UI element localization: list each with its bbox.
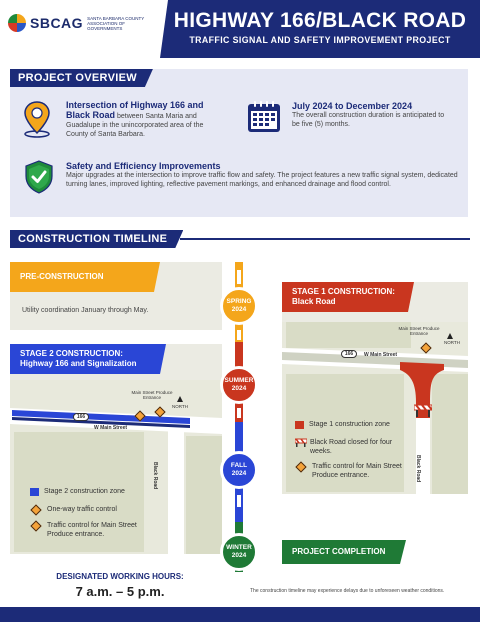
logo-subtext: SANTA BARBARA COUNTY ASSOCIATION OF GOVE… bbox=[87, 15, 145, 31]
shield-check-icon bbox=[24, 160, 54, 194]
north-arrow-icon bbox=[177, 396, 183, 402]
timeline-heading: CONSTRUCTION TIMELINE bbox=[10, 230, 183, 248]
timeline-gap bbox=[237, 408, 241, 418]
overview-heading: PROJECT OVERVIEW bbox=[10, 69, 153, 87]
traffic-control-legend-icon bbox=[30, 520, 42, 532]
duration-block: July 2024 to December 2024 The overall c… bbox=[292, 101, 452, 129]
stage1-legend-zone-text: Stage 1 construction zone bbox=[309, 421, 390, 428]
footer-bar bbox=[0, 607, 480, 622]
duration-title: July 2024 to December 2024 bbox=[292, 101, 413, 111]
stage2-title-line2: Highway 166 and Signalization bbox=[20, 359, 137, 368]
season-winter: WINTER 2024 bbox=[220, 533, 258, 571]
stage2-legend-traffic: Traffic control for Main Street Produce … bbox=[30, 520, 140, 539]
stage1-legend-closed: Black Road closed for four weeks. bbox=[294, 438, 395, 456]
stage1-legend-traffic: Traffic control for Main Street Produce … bbox=[295, 461, 405, 480]
stage2-legend-oneway: One-way traffic control bbox=[30, 504, 170, 516]
stage2-map-street: W Main Street bbox=[94, 425, 128, 431]
stage1-map bbox=[282, 322, 468, 494]
season-winter-label: WINTER bbox=[226, 544, 252, 551]
stage1-legend-zone: Stage 1 construction zone bbox=[295, 420, 415, 429]
stage1-legend-closed-text: Black Road closed for four weeks. bbox=[310, 439, 393, 455]
stage1-title: STAGE 1 CONSTRUCTION: Black Road bbox=[282, 282, 414, 312]
road-closed-icon bbox=[413, 404, 433, 417]
stage2-map-entrance: Main Street Produce Entrance bbox=[131, 390, 173, 400]
working-hours-value: 7 a.m. – 5 p.m. bbox=[75, 584, 165, 599]
safety-text: Major upgrades at the intersection to im… bbox=[66, 172, 458, 188]
timeline-gap bbox=[237, 495, 241, 507]
stage2-map-road: Black Road bbox=[152, 462, 158, 490]
timeline-gap bbox=[237, 330, 241, 340]
disclaimer: The construction timeline may experience… bbox=[250, 588, 445, 594]
stage2-legend-oneway-text: One-way traffic control bbox=[47, 506, 117, 513]
stage2-legend-zone-text: Stage 2 construction zone bbox=[44, 488, 125, 495]
stage1-highway-shield: 166 bbox=[341, 350, 357, 358]
calendar-icon bbox=[246, 100, 282, 134]
overview-panel bbox=[10, 69, 468, 217]
stage1-zone-swatch bbox=[295, 421, 304, 429]
stage2-map-north: NORTH bbox=[172, 404, 188, 409]
stage2-legend-zone: Stage 2 construction zone bbox=[30, 487, 170, 496]
logo-circle-icon bbox=[8, 14, 26, 32]
stage1-title-line1: STAGE 1 CONSTRUCTION: bbox=[292, 287, 395, 296]
page-title: HIGHWAY 166/BLACK ROAD bbox=[173, 9, 467, 32]
traffic-control-legend-icon bbox=[295, 461, 307, 473]
season-winter-year: 2024 bbox=[231, 552, 247, 559]
stage2-title-line1: STAGE 2 CONSTRUCTION: bbox=[20, 349, 123, 358]
stage1-legend-traffic-text: Traffic control for Main Street Produce … bbox=[312, 463, 402, 479]
season-summer: SUMMER 2024 bbox=[220, 366, 258, 404]
stage1-map-north: NORTH bbox=[444, 340, 460, 345]
timeline-gap bbox=[237, 270, 241, 284]
stage1-title-line2: Black Road bbox=[292, 297, 336, 306]
safety-title: Safety and Efficiency Improvements bbox=[66, 161, 221, 171]
season-fall-year: 2024 bbox=[231, 470, 247, 477]
season-spring-label: SPRING bbox=[226, 298, 252, 305]
season-spring-year: 2024 bbox=[231, 306, 247, 313]
timeline-segment-spring-2 bbox=[235, 312, 243, 342]
working-hours-label: DESIGNATED WORKING HOURS: bbox=[56, 572, 184, 581]
stage1-map-street: W Main Street bbox=[364, 352, 398, 358]
location-block: Intersection of Highway 166 and Black Ro… bbox=[66, 101, 226, 139]
stage1-map-road: Black Road bbox=[415, 455, 421, 483]
stage2-title: STAGE 2 CONSTRUCTION: Highway 166 and Si… bbox=[10, 344, 166, 374]
season-fall-label: FALL bbox=[230, 462, 248, 469]
location-title: Intersection of Highway 166 and Black Ro… bbox=[66, 100, 204, 120]
pre-construction-text: Utility coordination January through May… bbox=[22, 307, 149, 314]
season-summer-label: SUMMER bbox=[224, 377, 254, 384]
pre-construction-title: PRE-CONSTRUCTION bbox=[10, 262, 160, 292]
stage2-highway-shield: 166 bbox=[73, 413, 89, 421]
project-completion: PROJECT COMPLETION bbox=[282, 540, 406, 564]
north-arrow-icon bbox=[447, 333, 453, 339]
logo-wordmark: SBCAG bbox=[30, 15, 84, 31]
page-subtitle: TRAFFIC SIGNAL AND SAFETY IMPROVEMENT PR… bbox=[189, 35, 451, 45]
stage2-legend-traffic-text: Traffic control for Main Street Produce … bbox=[47, 522, 137, 538]
header-banner bbox=[160, 0, 480, 58]
season-summer-year: 2024 bbox=[231, 385, 247, 392]
stage1-map-entrance: Main Street Produce Entrance bbox=[398, 326, 440, 336]
duration-text: The overall construction duration is ant… bbox=[292, 112, 445, 128]
sbcag-logo: SBCAG SANTA BARBARA COUNTY ASSOCIATION O… bbox=[8, 12, 158, 34]
timeline-heading-rule bbox=[180, 238, 470, 240]
season-fall: FALL 2024 bbox=[220, 451, 258, 489]
season-spring: SPRING 2024 bbox=[220, 287, 258, 325]
safety-block: Safety and Efficiency Improvements Major… bbox=[66, 161, 458, 189]
stage2-map bbox=[10, 380, 222, 554]
one-way-legend-icon bbox=[30, 504, 42, 516]
location-text: between Santa Maria and Guadalupe in the… bbox=[66, 113, 204, 138]
map-pin-icon bbox=[22, 100, 52, 138]
header: SBCAG SANTA BARBARA COUNTY ASSOCIATION O… bbox=[0, 0, 480, 60]
stage2-zone-swatch bbox=[30, 488, 39, 496]
road-closed-legend-icon bbox=[294, 438, 308, 447]
